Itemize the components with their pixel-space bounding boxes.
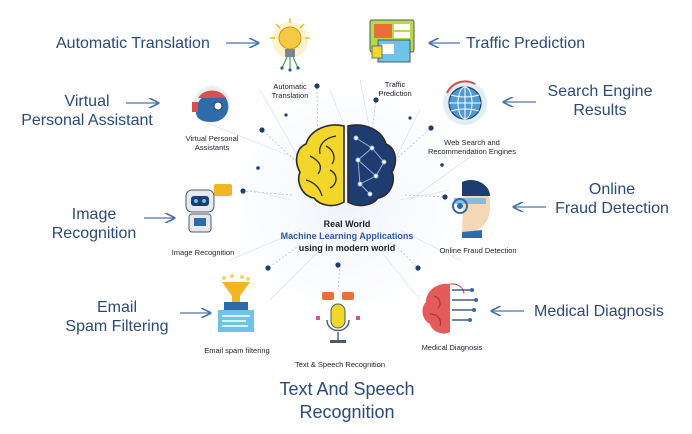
dot <box>259 127 265 133</box>
brain-circuit-icon <box>422 283 478 334</box>
label-virtual-assistants: Virtual Personal Assistants <box>185 134 239 152</box>
face-scan-icon <box>452 179 491 238</box>
label-web-search: Web Search and Recommendation Engines <box>428 138 516 156</box>
label-automatic-translation: Automatic Translation <box>271 82 309 100</box>
callout-automatic-translation: Automatic Translation <box>56 35 210 52</box>
callout-email-spam: Email Spam Filtering <box>65 299 169 335</box>
lightbulb-icon <box>270 18 310 72</box>
center-line-3: using in modern world <box>298 243 396 253</box>
dot <box>373 97 379 103</box>
brain-icon <box>295 124 397 207</box>
label-traffic-prediction: Traffic Prediction <box>378 80 412 98</box>
callout-traffic-prediction: Traffic Prediction <box>466 35 586 52</box>
background-network <box>186 40 506 360</box>
callout-arrows <box>126 43 546 313</box>
dot <box>415 265 421 271</box>
callout-online-fraud: Online Fraud Detection <box>555 181 669 217</box>
globe-icon <box>443 80 487 125</box>
callout-search-engine: Search Engine Results <box>547 83 653 119</box>
label-online-fraud: Online Fraud Detection <box>439 246 517 255</box>
microphone-icon <box>316 292 360 343</box>
monitor-window-icon <box>369 19 415 63</box>
dot <box>314 83 320 89</box>
label-medical-diagnosis: Medical Diagnosis <box>421 343 483 352</box>
dot <box>335 262 341 268</box>
connector-lines <box>242 85 446 291</box>
center-line-1: Real World <box>323 219 371 229</box>
dot <box>240 188 246 194</box>
robot-icon <box>185 184 232 233</box>
label-image-recognition: Image Recognition <box>171 248 235 257</box>
label-email-spam: Email spam filtering <box>204 346 270 355</box>
dot <box>265 265 271 271</box>
connector-dots <box>240 83 448 271</box>
callout-virtual-assistant: Virtual Personal Assistant <box>21 93 153 129</box>
callout-image-recognition: Image Recognition <box>51 206 137 242</box>
callout-medical-diagnosis: Medical Diagnosis <box>534 303 664 320</box>
dot <box>428 125 434 131</box>
callout-text-speech: Text And Speech Recognition <box>279 379 415 422</box>
funnel-icon <box>218 274 254 332</box>
center-line-2: Machine Learning Applications <box>280 231 414 241</box>
dot <box>442 194 448 200</box>
center-caption: Real World Machine Learning Applications… <box>262 218 432 254</box>
robot-head-icon <box>192 82 230 122</box>
label-text-speech: Text & Speech Recognition <box>294 360 386 369</box>
